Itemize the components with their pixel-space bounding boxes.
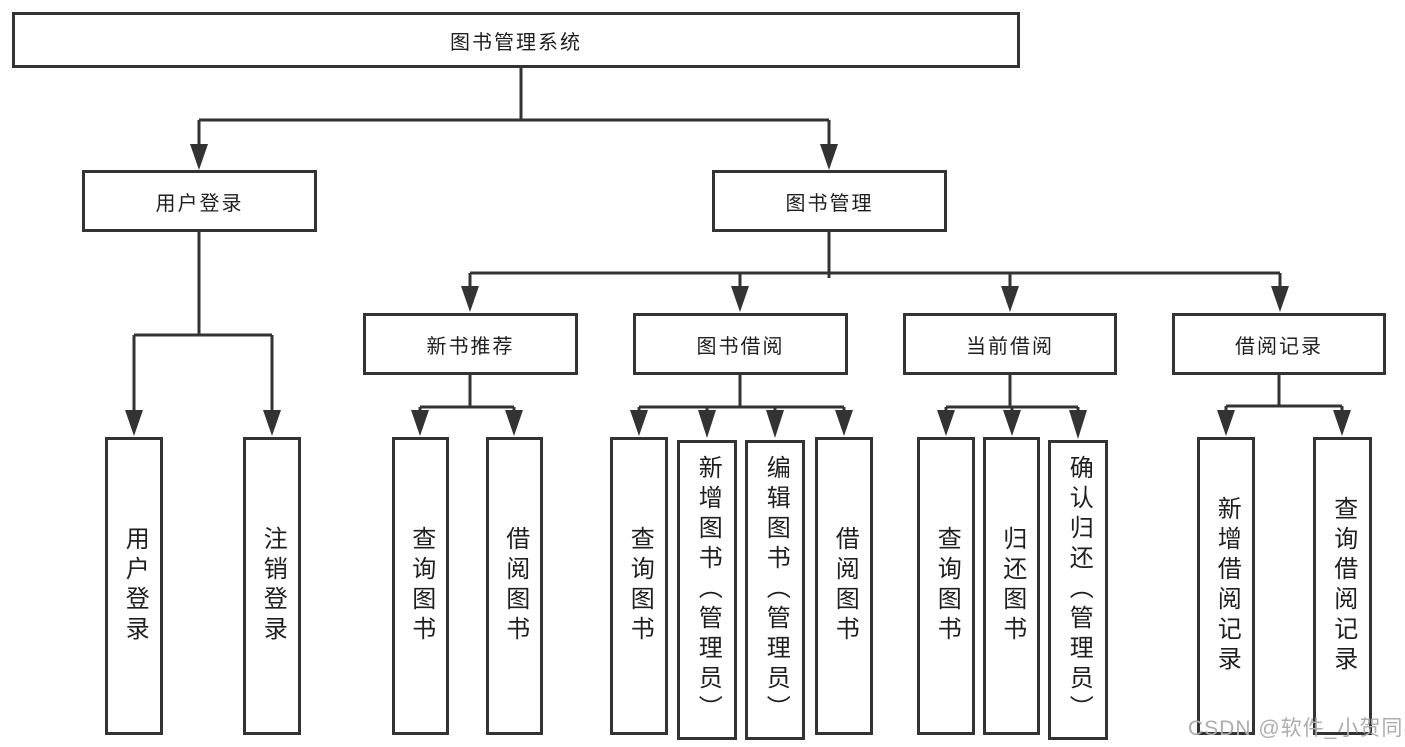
node-user-login: 用户登录 xyxy=(82,170,317,232)
node-borrow-records: 借阅记录 xyxy=(1172,313,1386,375)
node-add-books-admin-label: 新增图书（管理员） xyxy=(694,455,722,725)
node-user-login-leaf-label: 用户登录 xyxy=(121,526,149,646)
root-connectors xyxy=(190,68,838,170)
node-query-books-recommend-label: 查询图书 xyxy=(407,526,435,646)
node-confirm-return-admin: 确认归还（管理员） xyxy=(1048,440,1108,740)
node-borrow-records-label: 借阅记录 xyxy=(1235,335,1323,358)
node-add-borrow-record-label: 新增借阅记录 xyxy=(1213,496,1241,676)
node-add-books-admin: 新增图书（管理员） xyxy=(677,440,737,740)
user-login-connectors xyxy=(125,232,281,436)
node-query-books-recommend: 查询图书 xyxy=(392,437,449,735)
node-return-books: 归还图书 xyxy=(983,437,1040,735)
node-query-borrow-record-label: 查询借阅记录 xyxy=(1329,496,1357,676)
node-query-books-current-label: 查询图书 xyxy=(933,526,961,646)
node-query-books-borrow: 查询图书 xyxy=(610,437,668,735)
node-borrow-books-borrow-label: 借阅图书 xyxy=(831,526,859,646)
node-book-management-label: 图书管理 xyxy=(785,192,874,215)
current-borrow-connectors xyxy=(937,375,1087,439)
borrow-records-connectors xyxy=(1217,375,1351,436)
node-query-books-current: 查询图书 xyxy=(917,437,975,735)
node-new-book-recommend: 新书推荐 xyxy=(363,313,578,375)
node-edit-books-admin-label: 编辑图书（管理员） xyxy=(762,455,790,725)
node-new-book-recommend-label: 新书推荐 xyxy=(426,335,515,358)
node-logout: 注销登录 xyxy=(243,437,301,735)
node-user-login-label: 用户登录 xyxy=(155,192,244,215)
node-return-books-label: 归还图书 xyxy=(998,526,1026,646)
node-root-label: 图书管理系统 xyxy=(450,31,582,54)
node-edit-books-admin: 编辑图书（管理员） xyxy=(745,440,805,740)
node-user-login-leaf: 用户登录 xyxy=(105,437,163,735)
csdn-watermark: CSDN @软件_小贺同学 xyxy=(1188,717,1405,740)
node-borrow-books-borrow: 借阅图书 xyxy=(815,437,873,735)
book-borrow-connectors xyxy=(630,375,853,438)
node-book-management: 图书管理 xyxy=(712,170,947,232)
book-management-connectors xyxy=(461,232,1289,312)
node-root: 图书管理系统 xyxy=(12,12,1020,68)
node-current-borrow: 当前借阅 xyxy=(903,313,1117,375)
node-query-books-borrow-label: 查询图书 xyxy=(626,526,654,646)
node-query-borrow-record: 查询借阅记录 xyxy=(1313,437,1372,735)
node-book-borrow: 图书借阅 xyxy=(633,313,848,375)
node-borrow-books-recommend-label: 借阅图书 xyxy=(501,526,529,646)
node-confirm-return-admin-label: 确认归还（管理员） xyxy=(1065,455,1093,725)
node-book-borrow-label: 图书借阅 xyxy=(696,335,785,358)
node-add-borrow-record: 新增借阅记录 xyxy=(1197,437,1255,735)
node-logout-label: 注销登录 xyxy=(259,526,287,646)
node-current-borrow-label: 当前借阅 xyxy=(966,335,1054,358)
new-book-recommend-connectors xyxy=(411,375,523,436)
node-borrow-books-recommend: 借阅图书 xyxy=(486,437,543,735)
